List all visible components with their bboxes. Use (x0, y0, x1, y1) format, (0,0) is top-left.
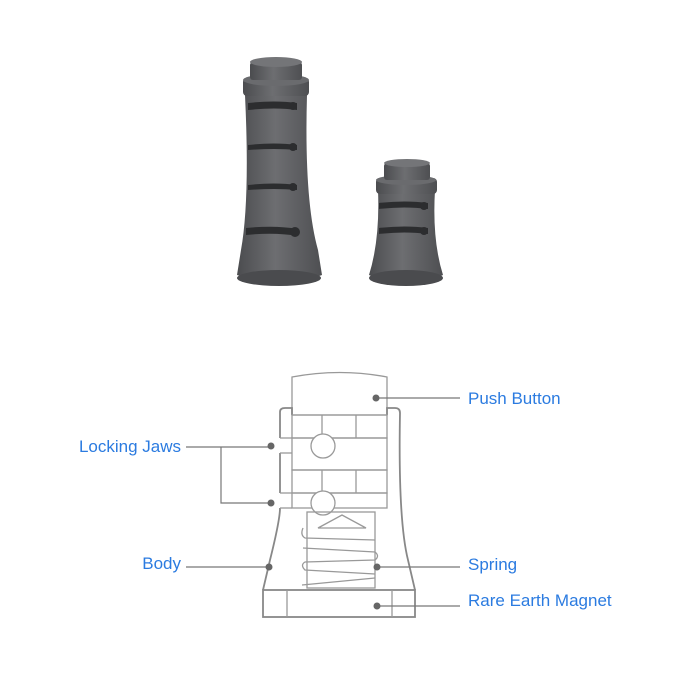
large-product-photo (237, 57, 322, 286)
label-rare-earth-magnet: Rare Earth Magnet (468, 591, 612, 610)
label-spring: Spring (468, 555, 518, 574)
label-body: Body (142, 554, 181, 573)
cross-section-diagram (262, 371, 416, 618)
leader-lines (186, 394, 460, 610)
label-locking-jaws: Locking Jaws (78, 437, 181, 456)
label-push-button: Push Button (468, 389, 561, 408)
small-product-photo (369, 159, 443, 286)
